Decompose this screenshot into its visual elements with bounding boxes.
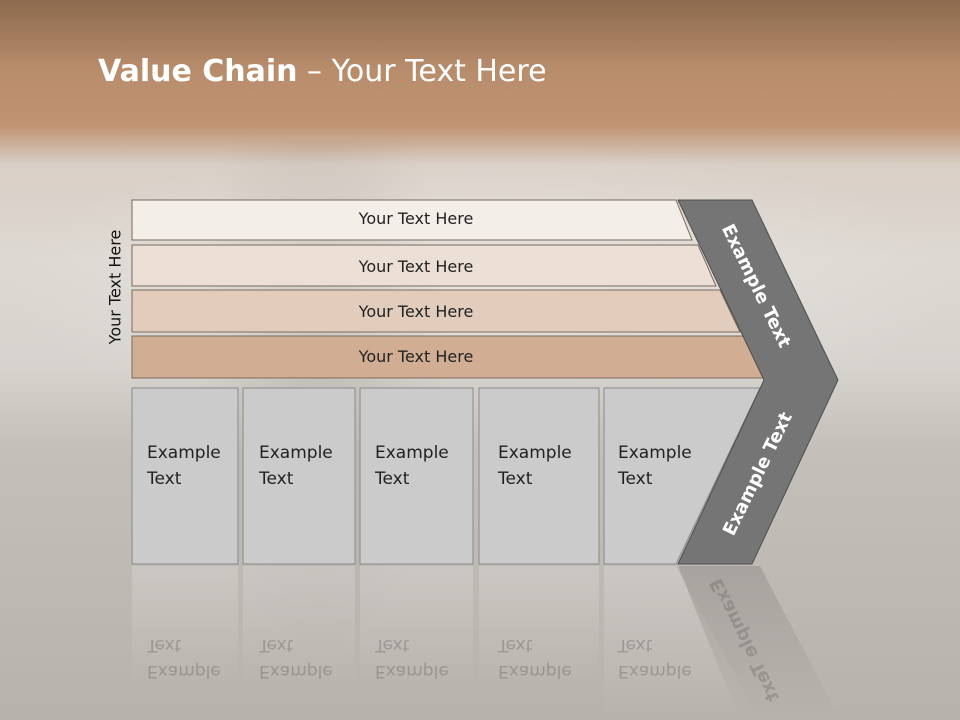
column-5-box[interactable] (603, 387, 761, 565)
row-4-label: Your Text Here (358, 347, 474, 366)
row-2-shape[interactable] (131, 244, 717, 287)
column-1-box[interactable] (131, 387, 239, 565)
column-3-line-2: Text (375, 469, 410, 489)
column-3-box[interactable] (359, 387, 474, 565)
row-3-label: Your Text Here (358, 302, 474, 321)
column-4-line-2: Text (498, 469, 533, 489)
column-2-line-2: Text (259, 469, 294, 489)
title-bold: Value Chain (98, 54, 298, 89)
column-reflections (132, 566, 840, 720)
title-rest: – Your Text Here (297, 54, 547, 89)
column-3-line-1: Example (375, 443, 449, 463)
row-2-label: Your Text Here (358, 257, 474, 276)
slide-title: Value Chain – Your Text Here (98, 54, 547, 89)
column-2-box[interactable] (242, 387, 356, 565)
column-1-line-2: Text (147, 469, 182, 489)
column-5-line-2: Text (618, 469, 653, 489)
row-1-shape[interactable] (131, 199, 693, 241)
column-4-box[interactable] (478, 387, 600, 565)
column-4-line-1: Example (498, 443, 572, 463)
chevron-arrow[interactable] (677, 199, 839, 565)
column-1-line-1: Example (147, 443, 221, 463)
column-5-line-1: Example (618, 443, 692, 463)
row-3-shape[interactable] (131, 289, 741, 333)
column-2-line-1: Example (259, 443, 333, 463)
row-1-label: Your Text Here (358, 209, 474, 228)
